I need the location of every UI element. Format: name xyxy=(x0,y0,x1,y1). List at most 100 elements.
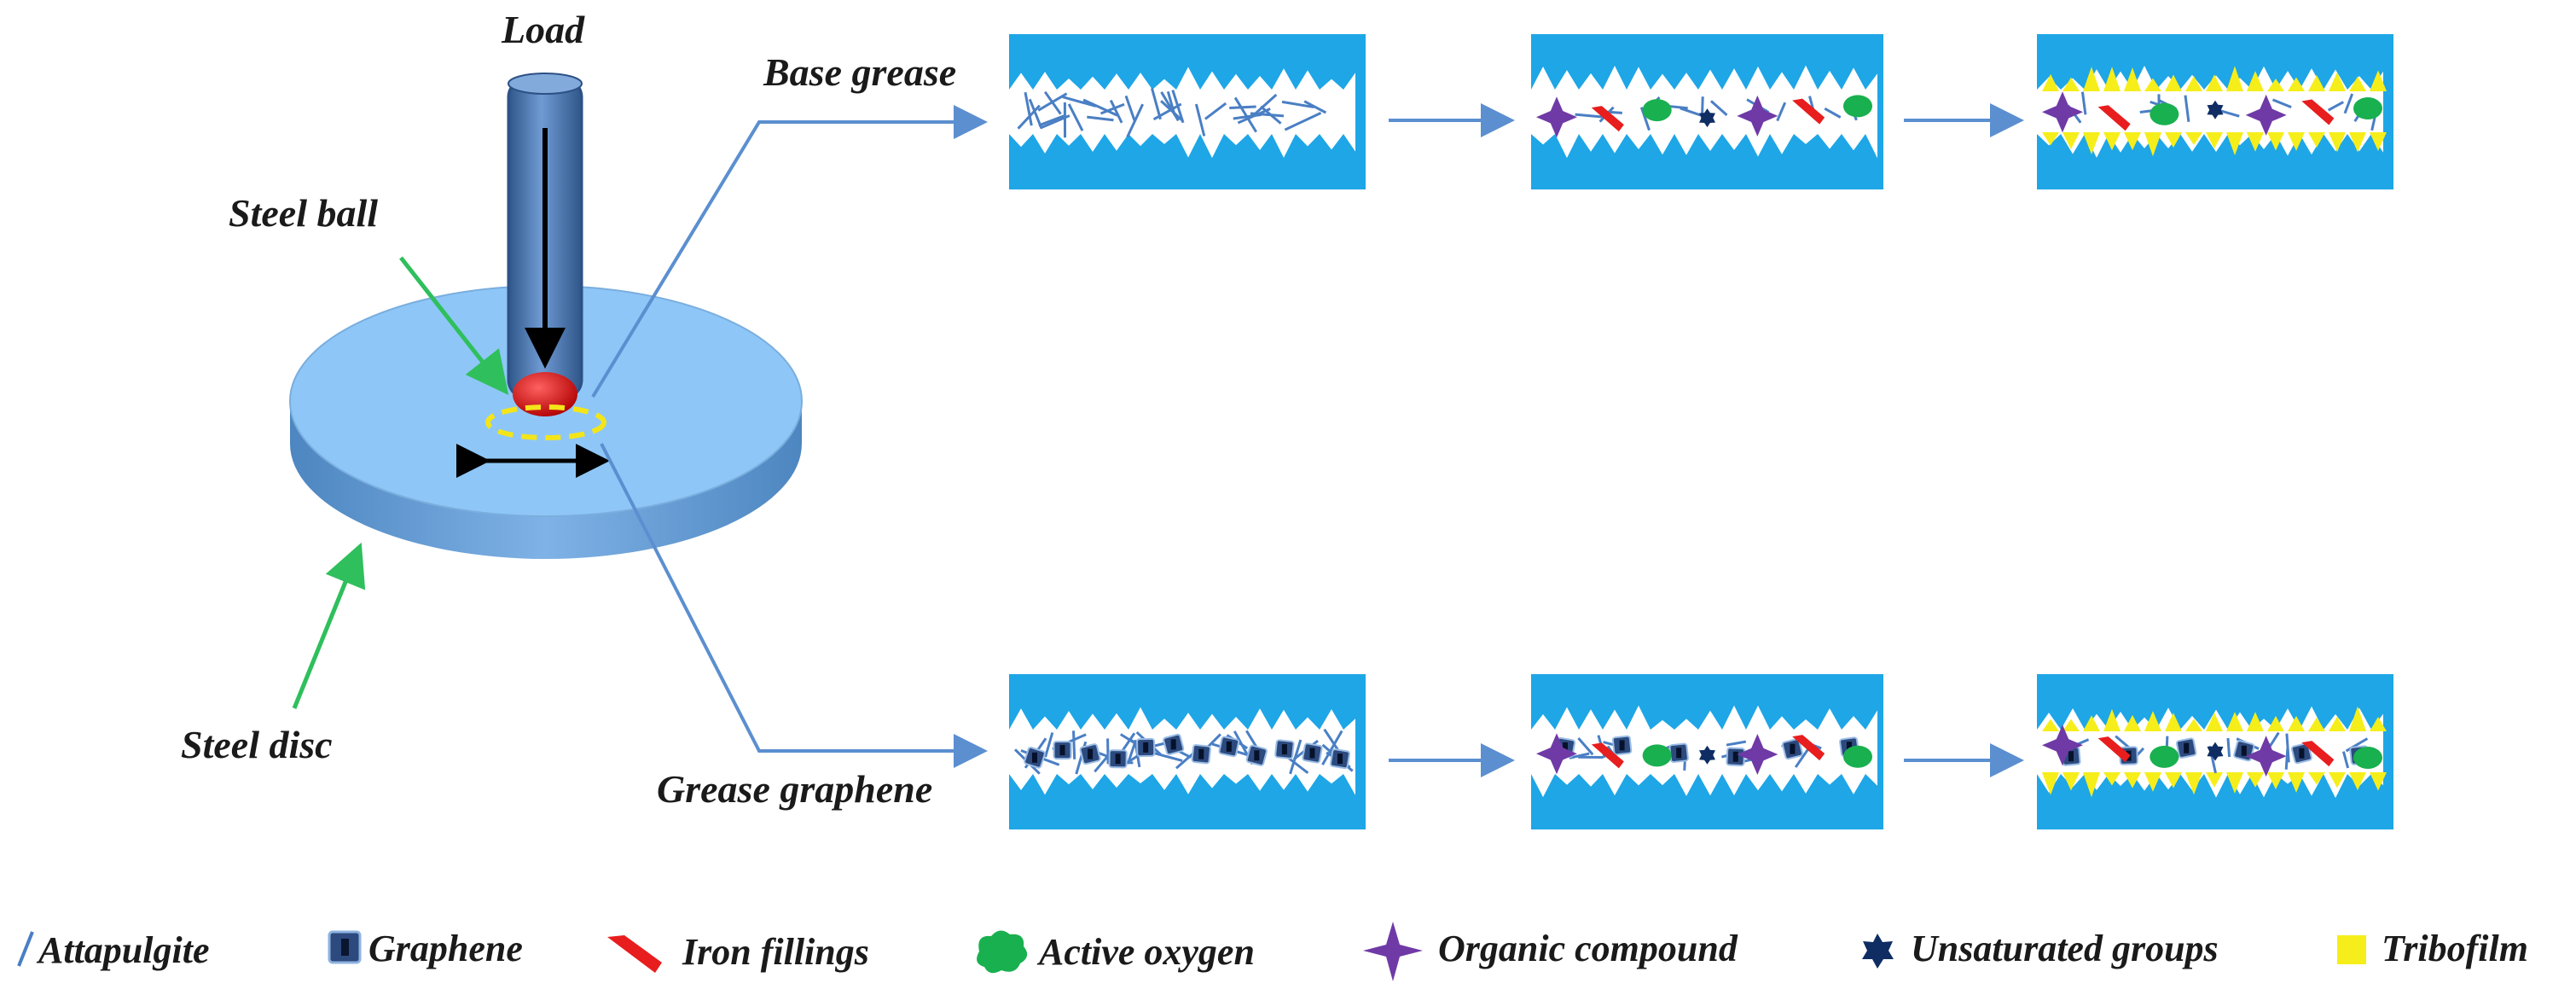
tribofilm xyxy=(2083,67,2100,91)
tribofilm xyxy=(2206,132,2223,149)
tribofilm xyxy=(2063,132,2080,150)
tribofilm xyxy=(2144,711,2161,731)
organic-compound-star xyxy=(2245,94,2287,136)
iron-filling xyxy=(1792,98,1825,125)
tribofilm xyxy=(2206,713,2223,731)
attapulgite-fiber xyxy=(1126,739,1138,765)
attapulgite-fiber xyxy=(1709,100,1728,116)
attapulgite-fiber-icon xyxy=(17,931,34,967)
tribofilm xyxy=(2124,67,2141,91)
unsaturated-group xyxy=(1699,745,1715,765)
legend-item-iron: Iron fillings xyxy=(607,931,869,973)
lubricant-gap xyxy=(1009,67,1355,159)
iron-filling xyxy=(1591,742,1624,769)
attapulgite-fiber xyxy=(1726,740,1747,747)
grease-graphene-stage-3-panel xyxy=(2037,674,2393,829)
unsaturated-group xyxy=(1699,108,1715,128)
active-oxygen xyxy=(1843,95,1872,118)
load-rod-top xyxy=(508,73,583,95)
legend-label-tribofilm: Tribofilm xyxy=(2382,928,2528,969)
steel-ball-label: Steel ball xyxy=(229,191,378,235)
tribofilm xyxy=(2288,772,2305,793)
lubricant-gap xyxy=(1531,65,1877,159)
iron-filling xyxy=(2097,105,2131,131)
tribofilm xyxy=(2185,772,2202,795)
tribofilm xyxy=(2185,76,2202,91)
legend-item-organic: Organic compound xyxy=(1363,922,1738,981)
attapulgite-fiber xyxy=(1126,103,1145,138)
tribofilm xyxy=(2185,719,2202,731)
tribofilm xyxy=(2185,132,2202,145)
tribofilm xyxy=(2042,719,2059,731)
tribofilm xyxy=(2247,132,2264,152)
organic-compound-star xyxy=(1737,734,1778,776)
grease-graphene-stage-1-panel xyxy=(1009,674,1366,829)
tribofilm xyxy=(2247,772,2264,788)
active-oxygen xyxy=(1843,745,1872,768)
tribofilm xyxy=(2206,772,2223,788)
tribofilm xyxy=(2247,712,2264,731)
attapulgite-fiber xyxy=(1044,732,1054,758)
tribofilm xyxy=(2349,772,2366,791)
attapulgite-fiber xyxy=(1062,96,1097,108)
attapulgite-fiber xyxy=(1152,102,1182,121)
iron-filling xyxy=(2097,736,2131,763)
attapulgite-fiber xyxy=(1321,730,1343,765)
legend-item-tribofilm: Tribofilm xyxy=(2337,928,2528,969)
tribofilm xyxy=(2308,75,2325,91)
steel-disc-label: Steel disc xyxy=(181,723,333,766)
tribofilm xyxy=(2103,772,2121,786)
tribofilm xyxy=(2349,76,2366,91)
attapulgite-fiber xyxy=(1109,99,1123,124)
attapulgite-fiber xyxy=(1160,100,1183,121)
tribofilm xyxy=(2329,72,2346,91)
tribofilm xyxy=(2308,132,2325,148)
iron-filling-icon xyxy=(607,935,662,973)
attapulgite-fiber xyxy=(2343,93,2354,114)
tribofilm xyxy=(2226,66,2243,91)
organic-compound-star xyxy=(1536,733,1577,775)
active-oxygen xyxy=(2150,745,2179,768)
tribofilm xyxy=(2247,71,2264,91)
iron-filling xyxy=(1591,106,1624,132)
iron-filling xyxy=(2301,741,2335,767)
tribofilm xyxy=(2103,132,2121,151)
attapulgite-fiber xyxy=(1151,88,1162,120)
attapulgite-fiber xyxy=(1254,93,1278,115)
tribofilm xyxy=(2063,772,2080,791)
legend-item-graphene: Graphene xyxy=(328,928,523,969)
tribofilm xyxy=(2206,74,2223,91)
organic-compound-star xyxy=(1737,95,1778,137)
legend-label-graphene: Graphene xyxy=(368,928,523,969)
branch-line-graphene xyxy=(600,443,988,768)
legend-item-unsat: Unsaturated groups xyxy=(1862,928,2219,969)
attapulgite-fiber xyxy=(1043,90,1062,115)
steel-ball xyxy=(513,372,577,416)
tribofilm xyxy=(2329,716,2346,731)
tribofilm xyxy=(2165,74,2182,91)
base-grease-label: Base grease xyxy=(763,50,956,94)
attapulgite-fiber xyxy=(1099,102,1125,115)
attapulgite-fiber xyxy=(1229,105,1256,109)
iron-filling xyxy=(2301,99,2335,125)
attapulgite-fiber xyxy=(1082,98,1118,117)
organic-compound-star xyxy=(2042,724,2083,766)
tribofilm xyxy=(2124,132,2141,151)
attapulgite-fiber xyxy=(1017,104,1041,130)
tribofilm xyxy=(2103,67,2121,91)
active-oxygen xyxy=(2353,746,2382,769)
attapulgite-fiber xyxy=(1575,113,1603,119)
base-grease-stage-2-panel xyxy=(1531,34,1883,189)
legend-label-attapulgite: Attapulgite xyxy=(36,929,209,971)
tribofilm xyxy=(2144,772,2161,792)
tribofilm xyxy=(2144,78,2161,91)
tribofilm xyxy=(2103,708,2121,731)
tribofilm xyxy=(2349,706,2366,731)
attapulgite-fiber xyxy=(2341,751,2350,769)
tribofilm xyxy=(2226,132,2243,156)
base-grease-stage-1-panel xyxy=(1009,34,1366,189)
tribofilm xyxy=(2042,772,2059,795)
legend: Attapulgite Graphene Iron fillings Activ… xyxy=(17,922,2528,981)
attapulgite-fiber xyxy=(1284,112,1322,131)
